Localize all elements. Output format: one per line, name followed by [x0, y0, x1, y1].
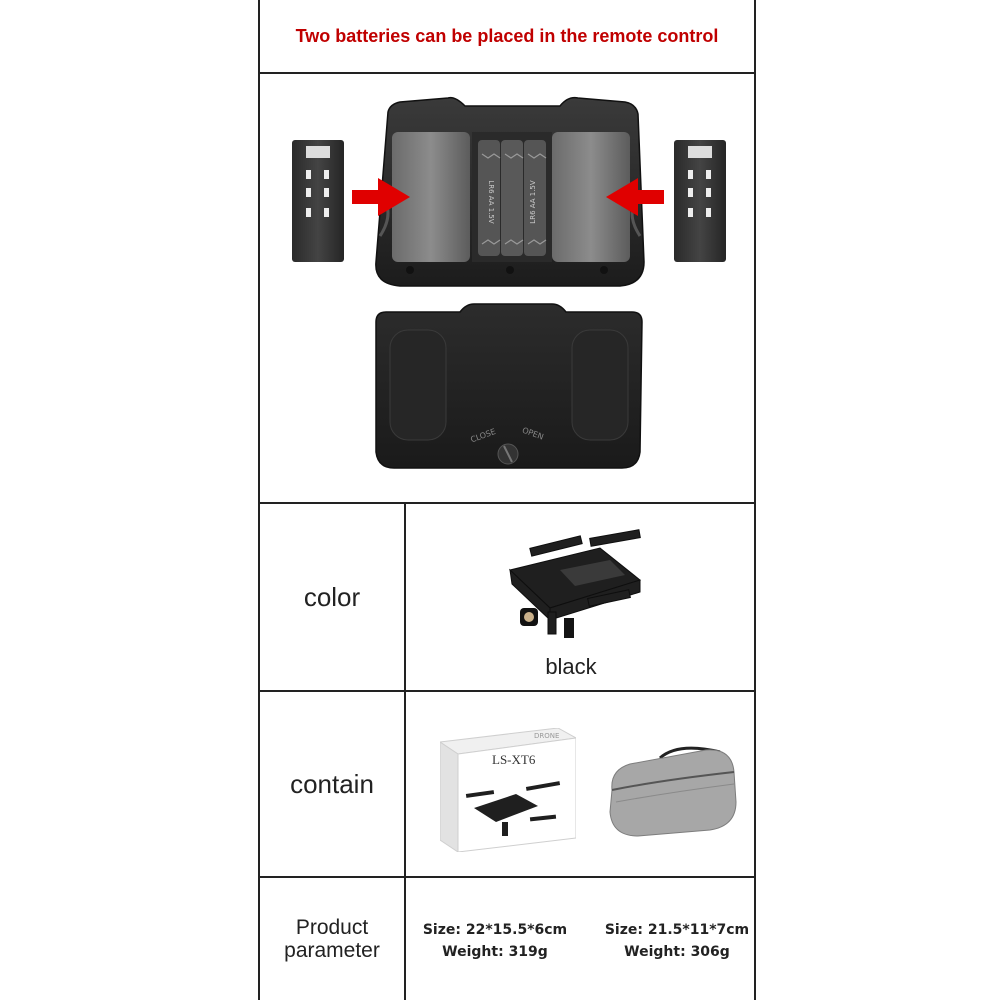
column-divider: [404, 502, 406, 1000]
battery-right: [674, 140, 726, 262]
product-box-illustration: [438, 727, 578, 853]
box-brand: LS-XT6: [492, 752, 536, 767]
remote-open-body: LR6 AA 1.5V LR6 AA 1.5V: [375, 96, 645, 287]
color-value: black: [545, 654, 597, 679]
drone-image: [508, 529, 642, 638]
box-weight: Weight: 319g: [442, 943, 548, 960]
divider: [258, 72, 756, 74]
contain-label: contain: [290, 768, 374, 799]
parameter-label-line2: parameter: [284, 939, 380, 962]
box-spec: Size: 22*15.5*6cm Weight: 319g: [420, 920, 570, 963]
box-tag: DRONE: [534, 732, 560, 740]
spec-table-frame: [258, 0, 756, 1000]
compartment-label: LR6 AA 1.5V: [487, 180, 495, 224]
parameter-label-line1: Product: [295, 915, 369, 939]
divider: [258, 690, 756, 692]
battery-left: [292, 140, 344, 262]
header-title: Two batteries can be placed in the remot…: [295, 25, 719, 46]
divider: [258, 876, 756, 878]
divider: [258, 502, 756, 504]
case-spec: Size: 21.5*11*7cm Weight: 306g: [602, 920, 752, 963]
remote-cover: CLOSE OPEN: [375, 303, 643, 469]
product-box: LS-XT6 DRONE: [438, 727, 578, 853]
color-label: color: [303, 581, 361, 612]
case-weight: Weight: 306g: [624, 943, 730, 960]
remote-control-illustration: LR6 AA 1.5V LR6 AA 1.5V CLOSE OPEN: [292, 96, 726, 469]
case-size: Size: 21.5*11*7cm: [604, 922, 750, 938]
box-size: Size: 22*15.5*6cm: [422, 922, 568, 938]
insert-arrow-left-icon: [352, 178, 410, 216]
compartment-label: LR6 AA 1.5V: [529, 180, 537, 224]
insert-arrow-right-icon: [606, 178, 664, 216]
parameter-label: Product parameter: [260, 878, 404, 1000]
carry-case-image: [609, 746, 737, 837]
